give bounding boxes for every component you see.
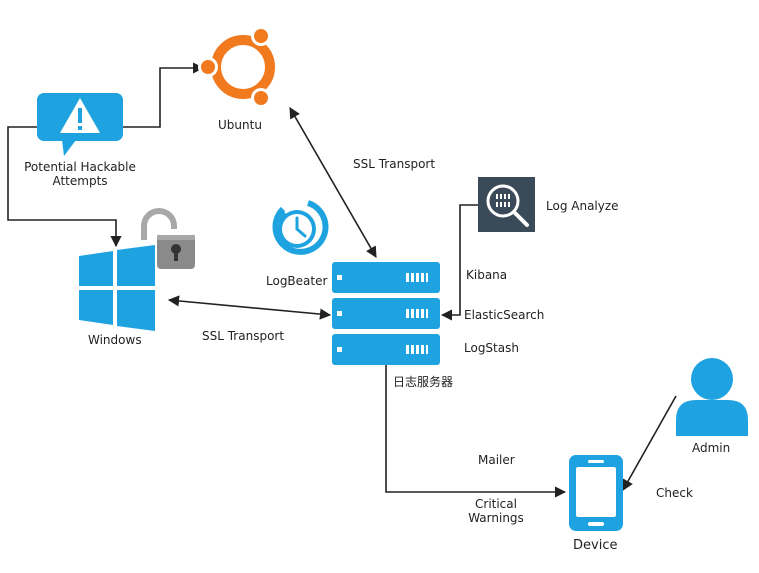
- device-label: Device: [573, 538, 618, 553]
- log-analyze-label: Log Analyze: [546, 199, 619, 213]
- ubuntu-logo-icon: [198, 26, 275, 108]
- hack-to-ubuntu-arrow: [123, 62, 205, 128]
- connectors: [7, 62, 677, 498]
- elasticsearch-label: ElasticSearch: [464, 308, 545, 322]
- check-label: Check: [656, 486, 693, 500]
- critical-warnings-label: Critical Warnings: [456, 497, 536, 525]
- ubuntu-label: Ubuntu: [218, 118, 262, 132]
- admin-to-device-arrow: [622, 395, 677, 491]
- windows-logo-icon: [79, 245, 155, 331]
- admin-label: Admin: [692, 441, 731, 455]
- windows-server-ssl-arrow: [167, 295, 332, 320]
- open-padlock-icon: [141, 208, 195, 269]
- hackable-attempts-line2: Attempts: [52, 174, 108, 188]
- magnifier-binary-icon: [478, 177, 535, 232]
- hackable-attempts-label: Potential Hackable Attempts: [16, 160, 144, 188]
- logstash-label: LogStash: [464, 341, 519, 355]
- server-to-device-arrow: [385, 365, 567, 498]
- ssl-transport-top-label: SSL Transport: [353, 157, 436, 171]
- warning-bubble-icon: [37, 93, 123, 156]
- hackable-attempts-line1: Potential Hackable: [24, 160, 136, 174]
- log-server-label: 日志服务器: [393, 375, 454, 389]
- windows-label: Windows: [88, 333, 142, 347]
- clock-refresh-icon: [272, 200, 329, 255]
- ubuntu-server-ssl-arrow: [289, 107, 377, 258]
- critical-warnings-line1: Critical: [475, 497, 517, 511]
- mailer-label: Mailer: [478, 453, 515, 467]
- server-rack-icon: [332, 262, 440, 365]
- critical-warnings-line2: Warnings: [468, 511, 524, 525]
- user-person-icon: [676, 358, 748, 436]
- logbeater-label: LogBeater: [266, 274, 328, 288]
- smartphone-icon: [569, 455, 623, 531]
- analyze-to-elasticsearch-arrow: [440, 204, 478, 321]
- hack-to-windows-arrow: [7, 126, 122, 248]
- ssl-transport-left-label: SSL Transport: [202, 329, 285, 343]
- kibana-label: Kibana: [466, 268, 508, 282]
